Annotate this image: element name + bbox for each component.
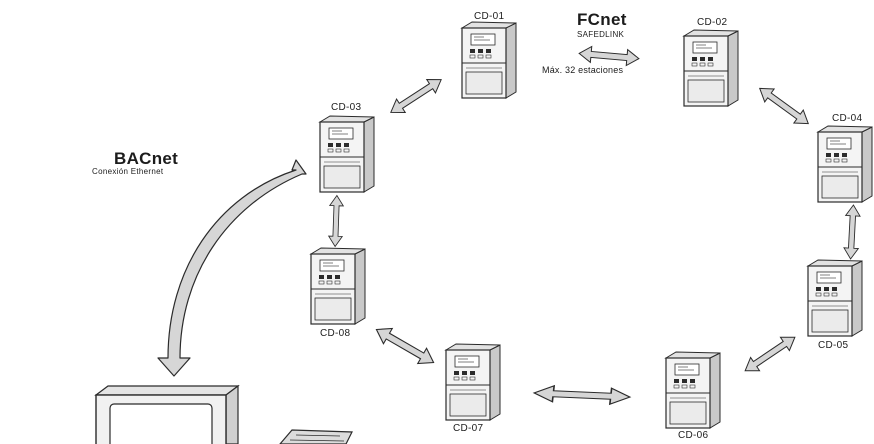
bacnet-title: BACnet [114, 149, 178, 169]
fcnet-subtitle: SAFEDLINK [577, 30, 624, 39]
device-label-cd-08: CD-08 [320, 328, 350, 339]
device-label-cd-01: CD-01 [474, 11, 504, 22]
bacnet-subtitle: Conexión Ethernet [92, 167, 163, 176]
bacnet-link-arrow [158, 160, 306, 376]
link-arrow-02-04 [755, 82, 813, 130]
panel-cd-07 [446, 344, 500, 420]
link-arrow-04-05 [843, 205, 860, 260]
panel-cd-04 [818, 126, 872, 202]
panel-cd-06 [666, 352, 720, 428]
device-label-cd-07: CD-07 [453, 423, 483, 434]
panel-cd-01 [462, 22, 516, 98]
panel-cd-05 [808, 260, 862, 336]
link-arrow-01-02 [578, 45, 639, 66]
workstation-monitor-icon [96, 386, 238, 444]
panel-cd-02 [684, 30, 738, 106]
keyboard-icon [280, 430, 352, 444]
link-arrow-07-08 [372, 322, 438, 370]
panel-cd-08 [311, 248, 365, 324]
device-label-cd-05: CD-05 [818, 340, 848, 351]
device-label-cd-06: CD-06 [678, 430, 708, 441]
link-arrow-03-01 [386, 73, 445, 119]
fcnet-max-stations-note: Máx. 32 estaciones [542, 65, 623, 75]
fcnet-title: FCnet [577, 10, 627, 30]
device-label-cd-03: CD-03 [331, 102, 361, 113]
link-arrow-08-03 [328, 195, 343, 246]
link-arrow-06-07 [533, 385, 631, 405]
device-label-cd-02: CD-02 [697, 17, 727, 28]
device-label-cd-04: CD-04 [832, 113, 862, 124]
link-arrow-05-06 [741, 331, 800, 378]
panel-cd-03 [320, 116, 374, 192]
